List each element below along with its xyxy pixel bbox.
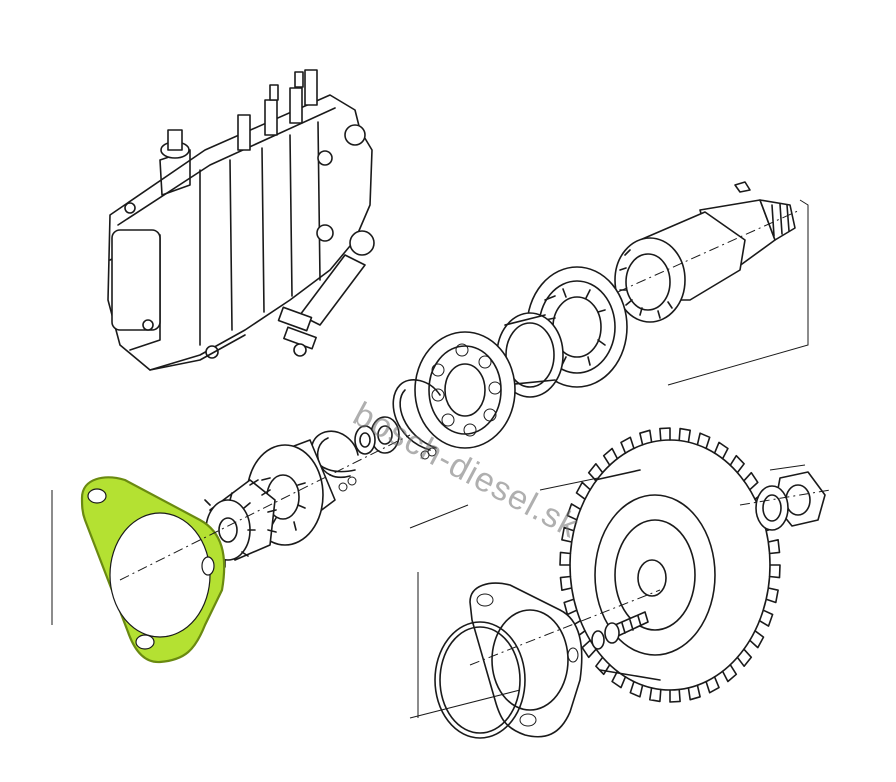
assembly-guide-lines [51, 199, 831, 719]
gasket-bolt-hole-top [87, 488, 107, 504]
gasket-bolt-hole-right [201, 556, 215, 576]
drive-shaft [599, 181, 801, 323]
hub-nut [755, 471, 826, 531]
gasket-highlighted[interactable] [80, 476, 226, 664]
cover-plate [469, 582, 583, 738]
o-ring [434, 621, 526, 739]
injection-pump [107, 69, 375, 371]
ball-bearing-small [414, 331, 516, 449]
gasket-bolt-hole-bottom [135, 634, 155, 650]
timing-gear-large [559, 427, 781, 703]
stud-bolt [591, 611, 649, 650]
gasket-center-hole [109, 512, 211, 638]
